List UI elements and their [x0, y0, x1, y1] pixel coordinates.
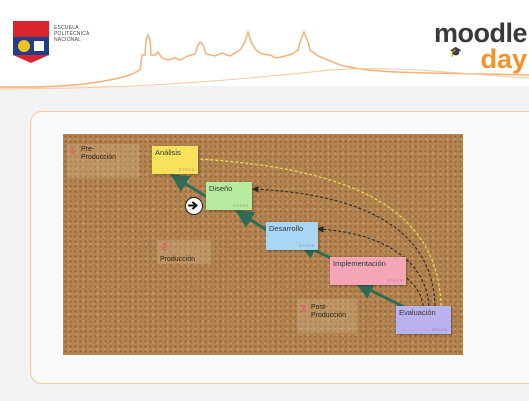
stage-implementacion[interactable]: Implementación ○○○○○	[330, 257, 406, 285]
phase-2-number: 2	[162, 242, 168, 253]
rating-dots: ○○○○○	[386, 278, 403, 283]
stage-label: Implementación	[333, 259, 386, 268]
phase-2-label: Producción	[160, 256, 196, 263]
stage-label: Evaluación	[399, 308, 436, 317]
stage-label: Análisis	[155, 148, 181, 157]
phase-2-area	[157, 240, 211, 264]
arrow-right-circle-icon[interactable]	[185, 197, 203, 215]
rating-dots: ○○○○○	[431, 327, 448, 332]
stage-desarrollo[interactable]: Desarrollo ○○○○○	[266, 222, 318, 250]
brand-day: day	[480, 44, 527, 74]
rating-dots: ○○○○○	[232, 203, 249, 208]
institution-name: ESCUELA POLITÉCNICA NACIONAL	[54, 25, 90, 43]
stage-evaluacion[interactable]: Evaluación ○○○○○	[396, 306, 451, 334]
stage-label: Desarrollo	[269, 224, 304, 233]
phase-3-label: Post- Producción	[311, 304, 347, 319]
brand-moodle: moodle	[433, 18, 528, 48]
epn-shield-logo	[13, 21, 49, 63]
phase-1-number: 1	[70, 146, 76, 157]
phase-1-label: Pre- Producción	[81, 146, 117, 161]
phase-3-area	[297, 299, 357, 333]
phase-3-number: 3	[300, 304, 306, 315]
header: ESCUELA POLITÉCNICA NACIONAL moodle day …	[0, 0, 529, 90]
quito-skyline-illustration	[0, 29, 529, 90]
corkboard-diagram: 1 Pre- Producción 2 Producción 3 Post- P…	[63, 134, 463, 355]
graduation-cap-icon: 🎓	[449, 47, 462, 58]
stage-diseno[interactable]: Diseño ○○○○○	[206, 182, 252, 210]
stage-analisis[interactable]: Análisis ○○○○○	[152, 146, 198, 174]
phase-1-area	[67, 144, 139, 178]
rating-dots: ○○○○○	[298, 243, 315, 248]
stage-label: Diseño	[209, 184, 233, 193]
rating-dots: ○○○○○	[178, 167, 195, 172]
